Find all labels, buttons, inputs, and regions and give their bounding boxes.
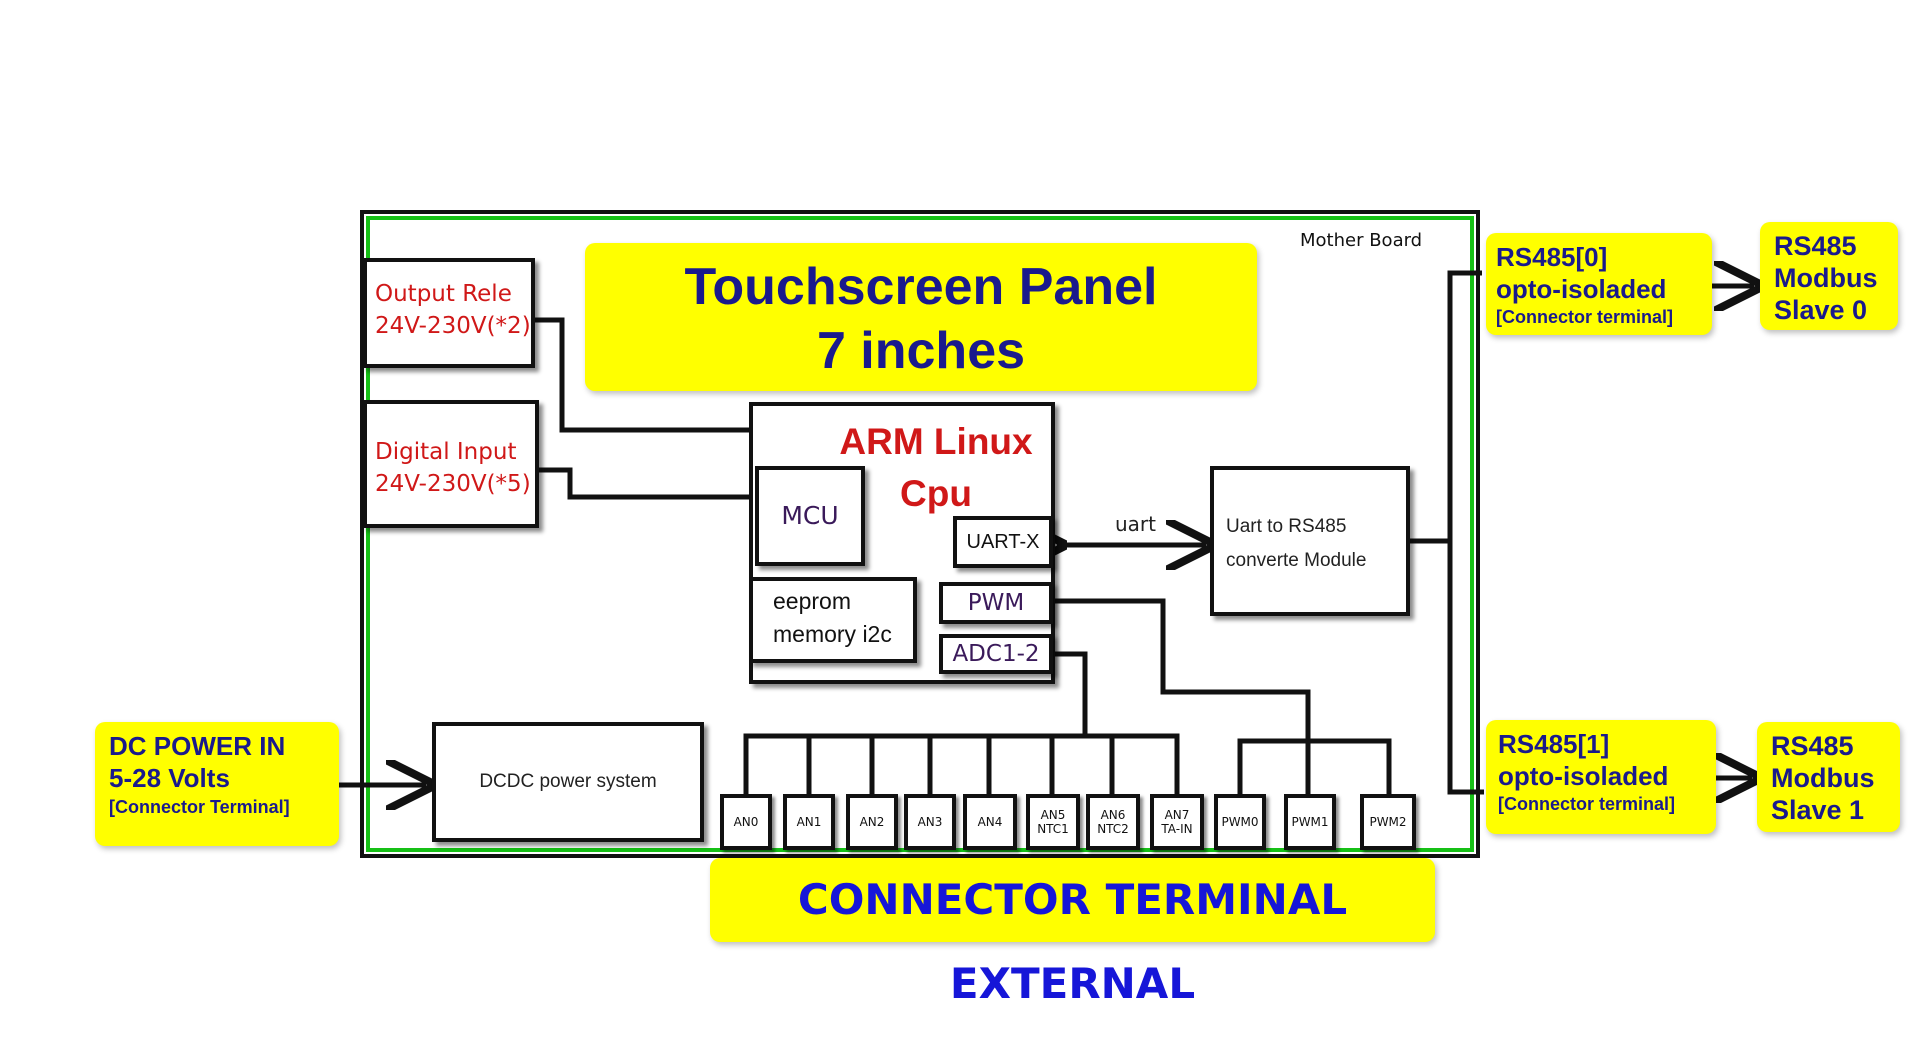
rs485-module-line-2: converte Module [1226,550,1367,571]
slave0-line-1: RS485 [1774,231,1857,261]
dcdc-power-system: DCDC power system [432,722,704,842]
eeprom-block: eeprom memory i2c [749,577,917,663]
wire-pwm-row [1237,738,1392,794]
dc-power-line-1: DC POWER IN [109,731,286,761]
mother-board-label: Mother Board [1300,230,1423,251]
slave1-line-2: Modbus [1771,763,1875,793]
modbus-slave-1: RS485 Modbus Slave 1 [1757,722,1900,832]
dc-power-in-label: DC POWER IN 5-28 Volts [Connector Termin… [95,722,339,846]
slave0-line-2: Modbus [1774,263,1878,293]
wire-input-cpu [539,467,749,500]
eeprom-line-1: eeprom [773,588,851,614]
connector-terminal-external-label: CONNECTOR TERMINAL EXTERNAL [710,858,1435,1008]
output-relay-line-2: 24V-230V(*2) [375,313,531,339]
output-relay-line-1: Output Rele [375,281,512,307]
rs485-1-label: RS485[1] opto-isoladed [Connector termin… [1486,720,1716,834]
cpu-title-line-2: Cpu [900,473,972,514]
rs485-0-line-3: [Connector terminal] [1496,307,1674,327]
title-line-1: Touchscreen Panel [684,258,1158,316]
adc-block: ADC1-2 [939,634,1053,674]
rs485-module-line-1: Uart to RS485 [1226,516,1347,537]
rs485-0-label: RS485[0] opto-isoladed [Connector termin… [1486,233,1712,335]
cpu-title: ARM Linux Cpu [836,416,1036,520]
uart-to-rs485-module: Uart to RS485 converte Module [1210,466,1410,616]
wire-bus-vertical [1447,270,1484,795]
uart-x-block: UART-X [953,516,1053,568]
mother-board-inner-border [366,216,1474,852]
wire-adc-analog [1053,651,1088,736]
digital-input-line-2: 24V-230V(*5) [375,471,531,497]
cpu-title-line-1: ARM Linux [839,421,1033,462]
uart-label: uart [1115,512,1156,536]
dc-power-line-2: 5-28 Volts [109,763,230,793]
slave0-line-3: Slave 0 [1774,295,1868,325]
mcu-block: MCU [755,466,865,566]
rs485-0-line-2: opto-isoladed [1496,274,1667,304]
wire-analog-bus [743,733,1180,794]
digital-input-block: Digital Input 24V-230V(*5) [363,400,539,528]
connector-pwm1: PWM1 [1284,794,1336,850]
touchscreen-panel-title: Touchscreen Panel 7 inches [585,243,1257,391]
connector-pwm2: PWM2 [1360,794,1416,850]
rs485-1-line-2: opto-isoladed [1498,761,1669,791]
connector-an4: AN4 [963,794,1017,850]
rs485-1-line-3: [Connector terminal] [1498,794,1676,814]
rs485-0-line-1: RS485[0] [1496,242,1608,272]
wire-pwm-bus [1053,598,1311,794]
modbus-slave-0: RS485 Modbus Slave 0 [1760,222,1898,330]
connector-an3: AN3 [904,794,956,850]
rs485-1-line-1: RS485[1] [1498,729,1610,759]
connector-an0: AN0 [720,794,772,850]
connector-pwm0: PWM0 [1214,794,1266,850]
output-relay-block: Output Rele 24V-230V(*2) [363,258,535,368]
dc-power-line-3: [Connector Terminal] [109,797,290,817]
pwm-block: PWM [939,582,1053,624]
wire-relay-cpu [535,317,749,433]
slave1-line-3: Slave 1 [1771,795,1865,825]
eeprom-line-2: memory i2c [773,621,892,647]
connector-an2: AN2 [846,794,898,850]
slave1-line-1: RS485 [1771,731,1854,761]
connector-an1: AN1 [783,794,835,850]
title-line-2: 7 inches [816,322,1026,380]
mother-board [360,210,1480,858]
digital-input-line-1: Digital Input [375,439,517,465]
